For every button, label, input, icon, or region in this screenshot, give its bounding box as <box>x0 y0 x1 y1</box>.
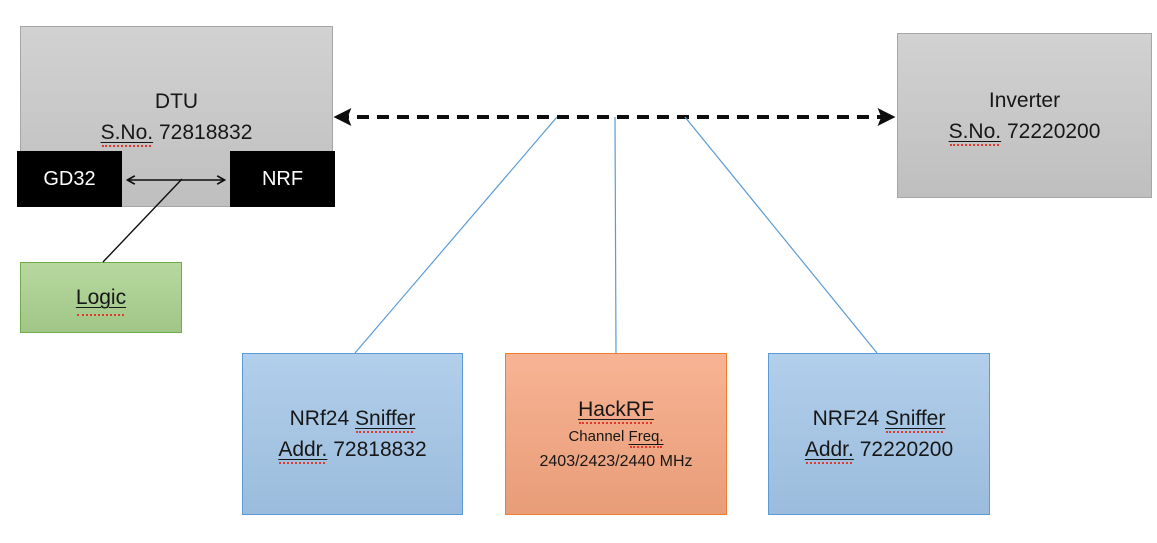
inverter-serial-value: 72220200 <box>1006 119 1101 143</box>
dtu-title: DTU <box>154 89 199 113</box>
hackrf-frequencies: 2403/2423/2440 MHz <box>539 453 693 470</box>
inverter-serial-label: S.No. <box>948 119 1002 143</box>
nrf-chip: NRF <box>230 151 335 207</box>
hackrf-channel-word: Freq. <box>628 428 664 445</box>
sniffer-left-addr: Addr.72818832 <box>278 434 426 465</box>
sniffer-left-word: Sniffer <box>355 407 416 430</box>
dtu-serial-value: 72818832 <box>158 120 253 144</box>
sniffer-right-addr-value: 72220200 <box>859 438 954 461</box>
hackrf-title-text: HackRF <box>578 398 654 421</box>
sniffer-left-brand: NRf24 <box>289 407 350 430</box>
dtu-serial-label: S.No. <box>100 120 154 144</box>
dtu-box: DTU S.No.72818832 <box>20 26 333 207</box>
link-line-sniffer-right <box>684 116 878 354</box>
sniffer-right-addr-label: Addr. <box>804 438 854 461</box>
link-line-hackrf <box>614 116 617 354</box>
gd32-chip-label: GD32 <box>43 167 96 190</box>
inverter-serial: S.No.72220200 <box>949 116 1101 147</box>
logic-label: Logic <box>76 282 126 316</box>
inverter-box: Inverter S.No.72220200 <box>897 33 1152 198</box>
logic-box: Logic <box>20 262 182 333</box>
dtu-serial: S.No.72818832 <box>101 117 253 148</box>
sniffer-right-word: Sniffer <box>885 407 946 430</box>
link-line-sniffer-left <box>354 116 558 354</box>
sniffer-left-addr-value: 72818832 <box>333 438 427 461</box>
sniffer-right-brand: NRF24 <box>812 407 880 430</box>
hackrf-channel-prefix: Channel <box>568 428 625 445</box>
sniffer-left-addr-label: Addr. <box>278 438 328 461</box>
nrf-chip-label: NRF <box>261 167 304 190</box>
gd32-chip: GD32 <box>17 151 122 207</box>
hackrf-title: HackRF <box>578 394 654 425</box>
sniffer-right-addr: Addr.72220200 <box>805 434 953 465</box>
inverter-title: Inverter <box>988 88 1061 112</box>
